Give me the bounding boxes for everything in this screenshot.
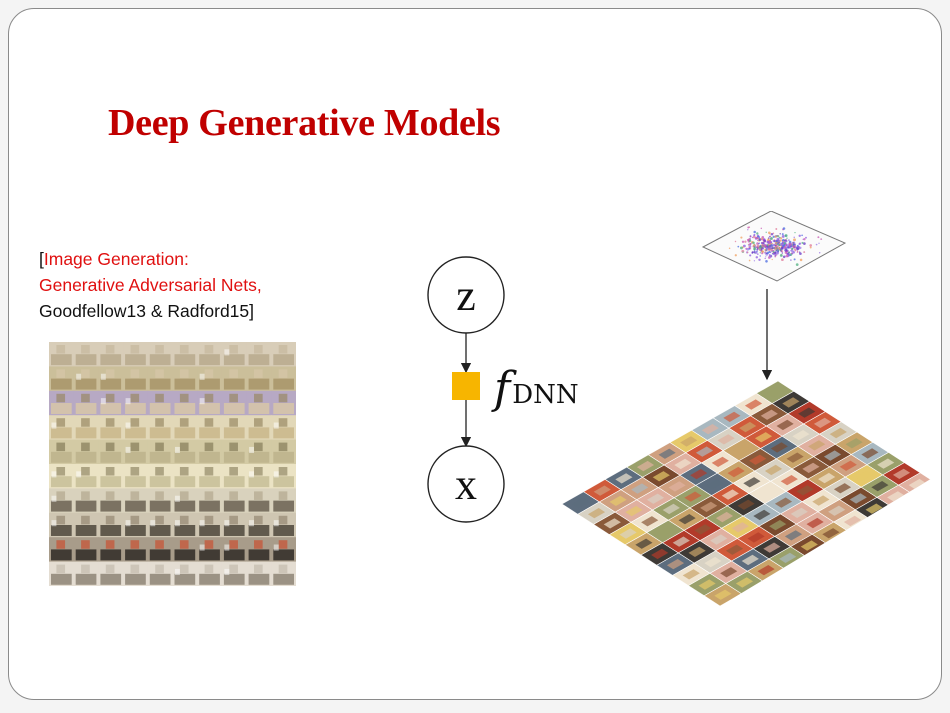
graphical-model-diagram: z fDNN x xyxy=(427,256,579,523)
citation-open-bracket: [ xyxy=(39,249,44,269)
slide-title: Deep Generative Models xyxy=(108,102,501,144)
generated-image-grid xyxy=(49,342,296,586)
function-label-sub: DNN xyxy=(512,380,578,410)
citation-topic: Image Generation: xyxy=(43,249,189,269)
latent-node-label: z xyxy=(456,271,476,320)
slide: Deep Generative Models [Image Generation… xyxy=(8,8,942,700)
observed-node xyxy=(427,445,505,523)
function-label: fDNN xyxy=(491,363,579,414)
latent-space-plane xyxy=(701,211,847,282)
citation-authors: Goodfellow13 & Radford15] xyxy=(39,301,254,321)
latent-to-image-arrow xyxy=(761,289,773,381)
citation-method: Generative Adversarial Nets, xyxy=(39,275,262,295)
citation: [Image Generation: Generative Adversaria… xyxy=(39,246,262,324)
function-node xyxy=(452,372,480,400)
observed-node-label: x xyxy=(455,460,477,509)
generated-image-manifold xyxy=(562,381,937,606)
